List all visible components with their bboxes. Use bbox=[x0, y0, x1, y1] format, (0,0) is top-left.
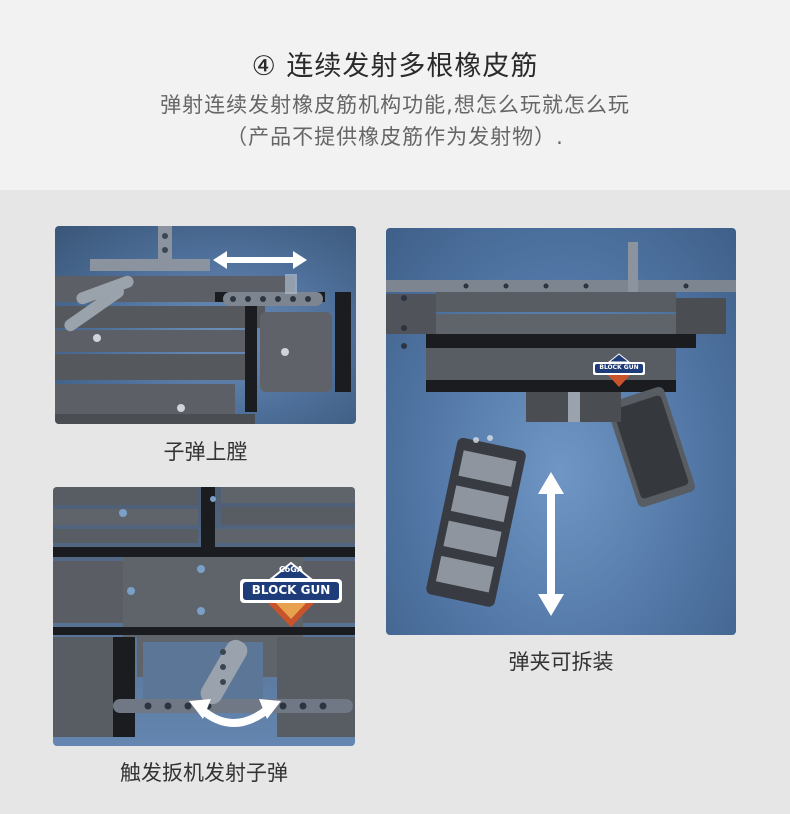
rotate-arrow-icon bbox=[189, 699, 281, 727]
photo-trigger: CoGA BLOCK GUN bbox=[53, 487, 355, 746]
subtitle-line-1: 弹射连续发射橡皮筋机构功能,想怎么玩就怎么玩 bbox=[160, 93, 630, 117]
badge-name-small: BLOCK GUN bbox=[599, 364, 639, 371]
caption-magazine: 弹夹可拆装 bbox=[508, 650, 614, 674]
caption-trigger: 触发扳机发射子弹 bbox=[120, 761, 288, 785]
section-title: ④ 连续发射多根橡皮筋 bbox=[251, 51, 539, 82]
photo-bullet-loading bbox=[55, 226, 356, 424]
badge-brand: CoGA bbox=[278, 565, 304, 574]
double-arrow-icon bbox=[213, 251, 307, 269]
vertical-double-arrow-icon bbox=[538, 472, 564, 616]
block-gun-badge-small: BLOCK GUN bbox=[591, 352, 647, 388]
photo-magazine: BLOCK GUN bbox=[386, 228, 736, 635]
block-gun-badge-large: CoGA BLOCK GUN bbox=[236, 559, 346, 629]
subtitle-line-2: （产品不提供橡皮筋作为发射物）. bbox=[226, 125, 564, 149]
badge-name: BLOCK GUN bbox=[251, 583, 331, 597]
header-section: ④ 连续发射多根橡皮筋 弹射连续发射橡皮筋机构功能,想怎么玩就怎么玩 （产品不提… bbox=[0, 0, 790, 190]
caption-bullet-loading: 子弹上膛 bbox=[163, 440, 248, 464]
